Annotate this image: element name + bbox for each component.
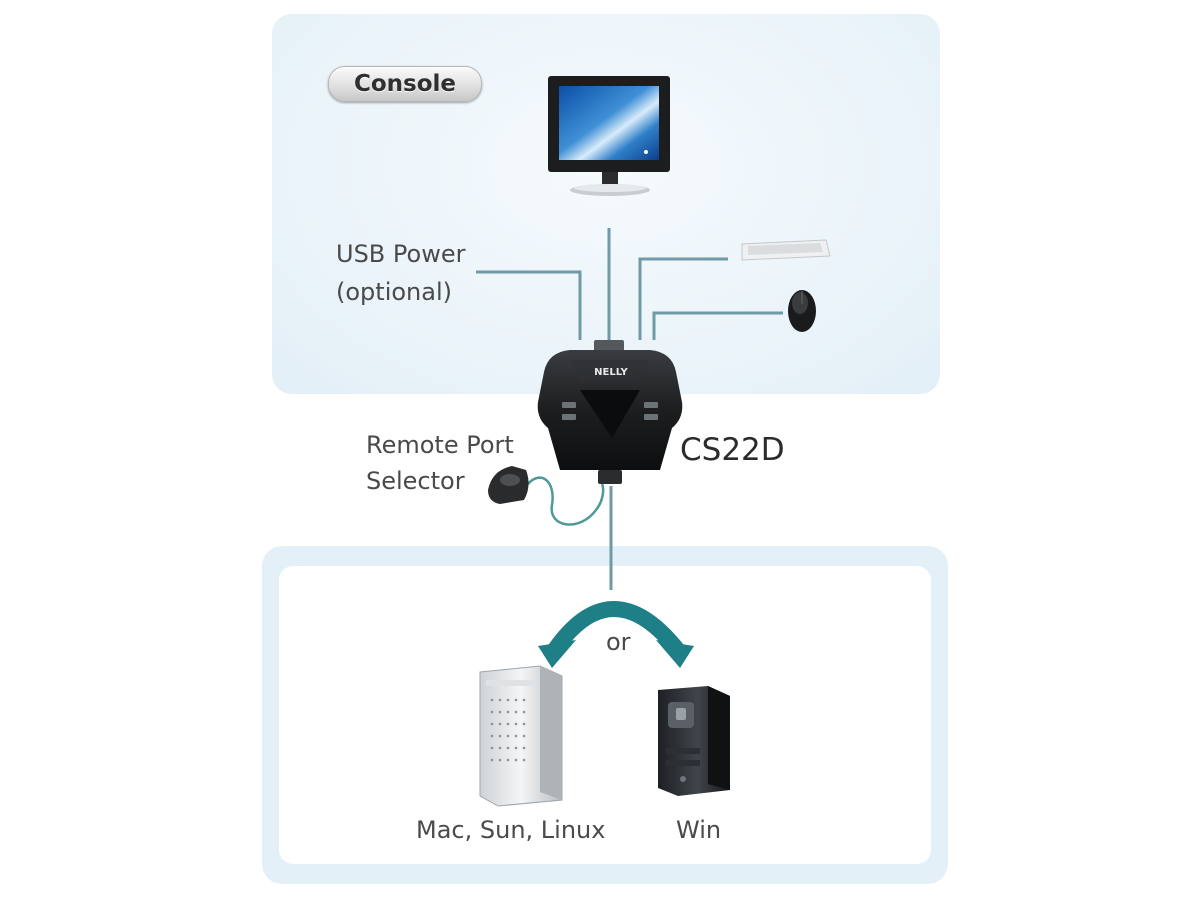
remote-selector-label: Selector (366, 467, 465, 495)
cable-usb-power (476, 270, 582, 340)
win-label: Win (676, 816, 722, 844)
console-badge: Console (328, 66, 482, 102)
usb-power-label: USB Power (336, 240, 466, 268)
kvm-switch-device (537, 340, 683, 484)
mac-tower-icon (479, 665, 563, 807)
remote-port-selector-icon (488, 466, 529, 504)
switching-arrow-icon (538, 601, 694, 668)
mouse-icon (788, 290, 816, 332)
cable-keyboard (638, 257, 728, 340)
monitor-icon (548, 76, 670, 196)
cable-remote-selector (527, 476, 605, 526)
or-label: or (606, 628, 631, 656)
mac-sun-linux-label: Mac, Sun, Linux (416, 816, 606, 844)
remote-port-label: Remote Port (366, 431, 514, 459)
win-tower-icon (658, 686, 730, 796)
usb-power-optional-label: (optional) (336, 278, 452, 306)
device-logo: NELLY (594, 367, 628, 378)
cable-mouse (652, 311, 783, 340)
model-label: CS22D (680, 432, 785, 468)
keyboard-icon (741, 239, 831, 261)
